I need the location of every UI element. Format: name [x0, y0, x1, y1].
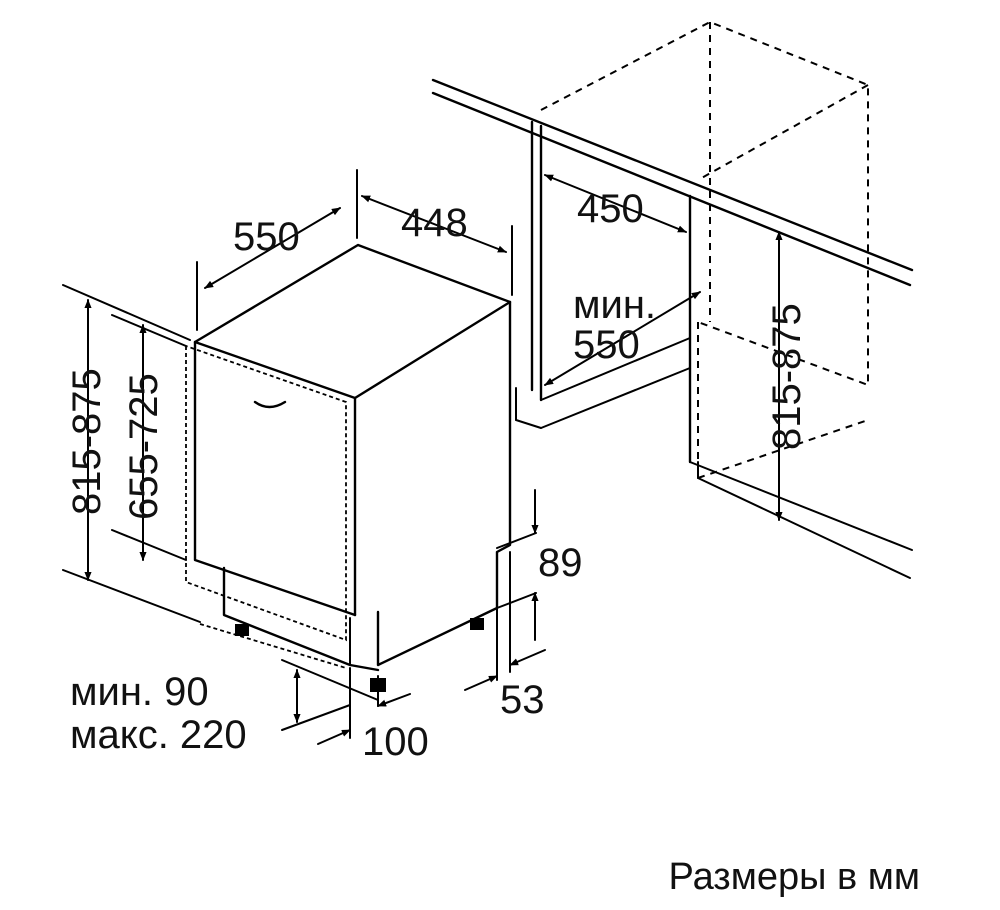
- label-appliance-width: 448: [401, 201, 468, 245]
- label-cabinet-depth: 550: [233, 215, 300, 259]
- label-total-height: 815-875: [65, 368, 109, 515]
- label-plinth-height: 89: [538, 541, 583, 585]
- label-min-depth-value: 550: [573, 323, 640, 367]
- units-caption: Размеры в мм: [668, 856, 920, 898]
- dishwasher-body: [185, 243, 512, 692]
- dimension-lines: [62, 169, 783, 745]
- label-foot-offset: 100: [362, 720, 429, 764]
- label-niche-width: 450: [577, 187, 644, 231]
- label-min-depth-prefix: мин.: [573, 283, 656, 327]
- label-plinth-recess: 53: [500, 678, 545, 722]
- label-door-height: 655-725: [122, 373, 166, 520]
- label-max-plinth: макс. 220: [70, 713, 247, 757]
- label-niche-height: 815-875: [765, 303, 809, 450]
- cabinet-niche: [431, 20, 914, 579]
- label-min-plinth: мин. 90: [70, 670, 209, 714]
